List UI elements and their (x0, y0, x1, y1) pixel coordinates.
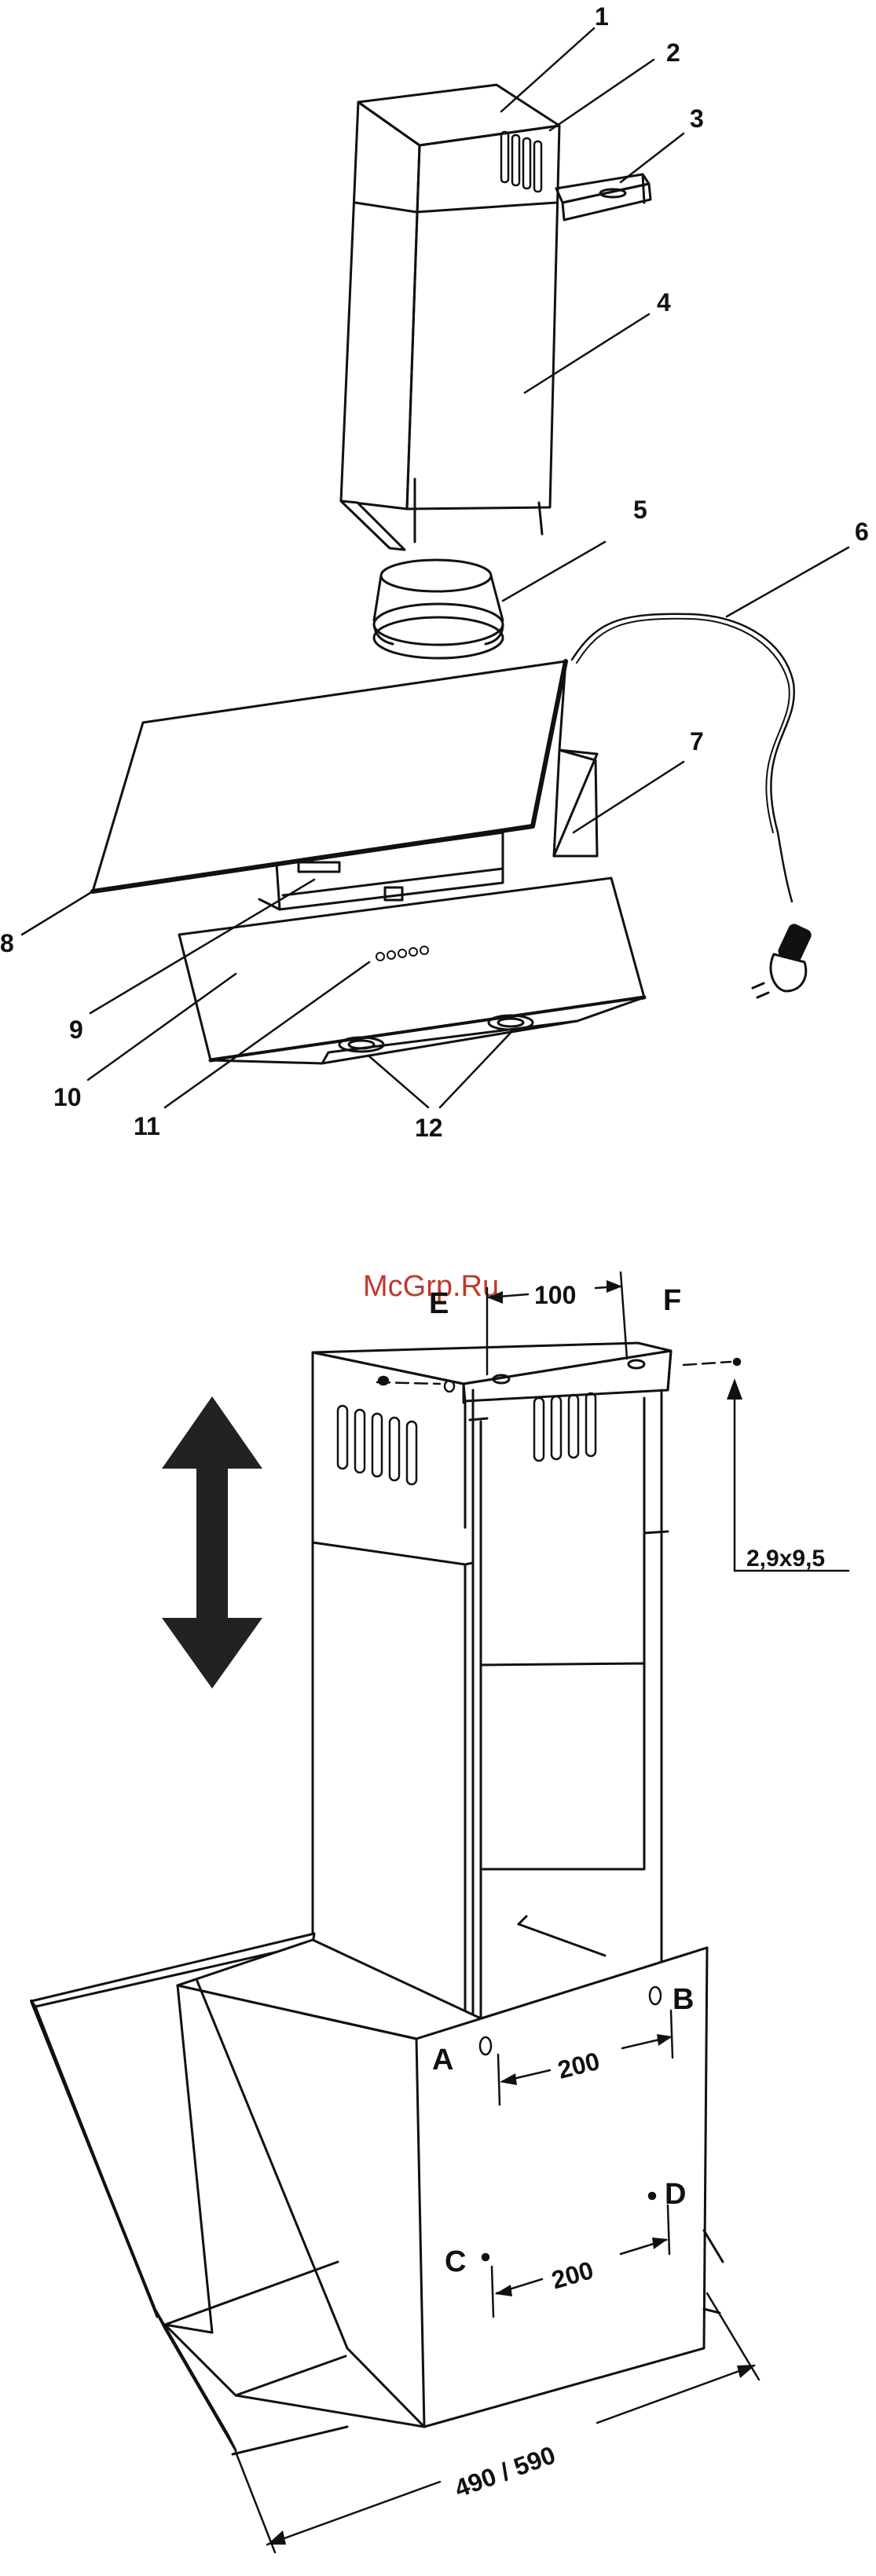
callout-4: 4 (657, 288, 671, 317)
callout-9: 9 (69, 1015, 83, 1044)
callout-3: 3 (690, 104, 704, 133)
installation-view: McGrp.Ru (31, 1270, 849, 2552)
point-c-label: C (445, 2245, 466, 2278)
control-panel (179, 878, 644, 1063)
point-f-label: F (663, 1284, 681, 1317)
point-b-label: B (673, 1983, 694, 2016)
callout-8: 8 (0, 929, 14, 957)
callout-11: 11 (134, 1112, 160, 1140)
double-arrow-icon (162, 1396, 262, 1689)
callout-5: 5 (633, 496, 647, 524)
callout-12: 12 (415, 1114, 443, 1142)
wall-bracket (556, 174, 651, 220)
reduction-ring (374, 560, 503, 658)
screw-size-label: 2,9x9,5 (746, 1546, 825, 1572)
exploded-view: 1 2 3 4 5 6 7 8 9 10 11 12 (0, 2, 869, 1142)
callout-6: 6 (855, 518, 869, 546)
dim-ef-label: 100 (534, 1281, 576, 1309)
upper-frame (313, 1343, 671, 2018)
dim-width-label: 490 / 590 (451, 2440, 559, 2502)
hood-base (31, 1934, 723, 2454)
chimney-slots (338, 1393, 596, 1484)
point-e-label: E (429, 1287, 449, 1320)
callout-1: 1 (595, 2, 609, 31)
hole-d-icon (649, 2193, 655, 2199)
point-a-label: A (432, 2044, 453, 2077)
callout-2: 2 (666, 38, 680, 67)
hole-c-icon (482, 2254, 489, 2260)
lower-chimney (313, 1542, 644, 2018)
vent-slots (501, 132, 541, 192)
chimney-cover (341, 85, 559, 550)
point-d-label: D (665, 2178, 686, 2211)
callout-7: 7 (690, 727, 704, 756)
screw-detail (377, 1359, 849, 1571)
callout-10: 10 (53, 1083, 82, 1111)
